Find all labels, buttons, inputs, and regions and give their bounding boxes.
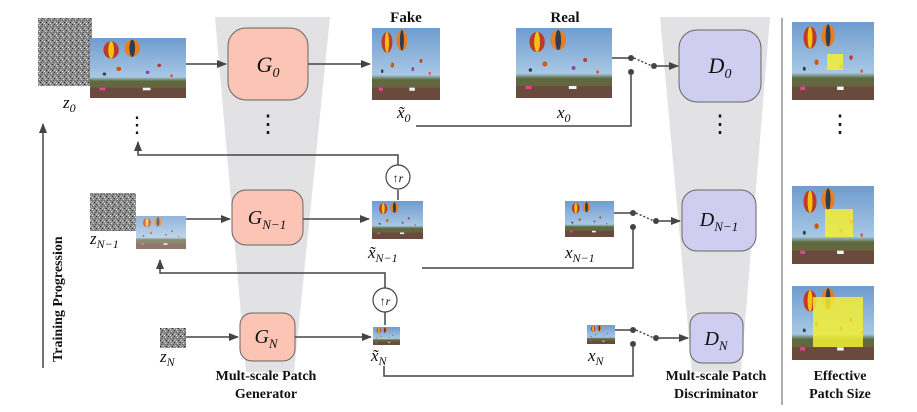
generator-caption-line-1: Mult-scale Patch [216,369,317,384]
fake-image-xN-1 [372,201,423,239]
switch-node [628,69,634,75]
noise-label-zN: zN [159,347,176,369]
feedback-line-to-mid [156,259,386,288]
switch-dotted [633,57,653,67]
generator-caption-line-2: Generator [235,387,297,402]
upsample-label-top: ↑r [393,171,404,185]
fake-label-xN: x̃N [370,346,388,368]
fake-line-scale-n [383,347,634,377]
patch-highlight-large [813,297,863,347]
upsample-label-bottom: ↑r [380,294,391,308]
noise-image-z0 [38,18,92,86]
real-label-x0: x0 [556,103,571,125]
noise-image-zN [160,328,186,348]
patch-highlight-small [827,54,843,70]
generator-label-gN-1: GN−1 [248,207,286,232]
training-progression-label: Training Progression [51,236,66,362]
noise-image-zN-1 [90,193,136,231]
patch-ellipsis: ⋮ [828,112,852,138]
switch-node [630,327,636,333]
discriminator-label-dN: DN [703,328,728,353]
switch-node [628,55,634,61]
switch-node [651,63,657,69]
real-label-xN-1: xN−1 [564,243,595,265]
real-image-xN [587,325,615,344]
fake-image-x0 [372,28,440,100]
fake-label-x0: x̃0 [396,103,411,125]
discriminator-ellipsis: ⋮ [708,112,732,138]
fake-line-scale-n-1 [422,230,634,269]
generator-ellipsis: ⋮ [256,112,280,138]
fake-image-xN [373,327,400,345]
discriminator-label-dN-1: DN−1 [699,209,738,234]
generator-label-g0: G0 [257,52,280,81]
fake-line-scale-0 [416,75,632,127]
patch-highlight-medium [825,209,853,237]
discriminator-caption-line-2: Discriminator [674,387,758,402]
switch-node [653,335,659,341]
discriminator-box-d0 [678,29,762,103]
discriminator-caption-line-1: Mult-scale Patch [666,369,767,384]
discriminator-box-dN [689,312,744,364]
input-image-scale-0 [90,38,186,98]
patch-caption-line-1: Effective [814,369,867,384]
switch-node [630,341,636,347]
switch-node [653,218,659,224]
switch-dotted [635,329,655,339]
noise-label-zN-1: zN−1 [89,229,119,251]
fake-title: Fake [390,10,422,26]
real-title: Real [550,10,579,26]
switch-node [630,224,636,230]
input-ellipsis: ⋮ [126,112,148,137]
input-image-scale-n-1 [136,216,186,249]
real-image-x0 [516,28,612,98]
generator-box-gN-1 [231,189,304,246]
patch-caption-line-2: Patch Size [809,387,871,402]
generator-label-gN: GN [254,326,278,351]
real-label-xN: xN [587,346,605,368]
discriminator-box-dN-1 [681,189,757,252]
fake-label-xN-1: x̃N−1 [367,243,398,265]
noise-label-z0: z0 [62,93,76,115]
real-image-xN-1 [565,201,614,237]
switch-dotted [635,212,655,222]
discriminator-label-d0: D0 [708,53,732,82]
feedback-line-to-top [134,141,399,165]
switch-node [630,210,636,216]
